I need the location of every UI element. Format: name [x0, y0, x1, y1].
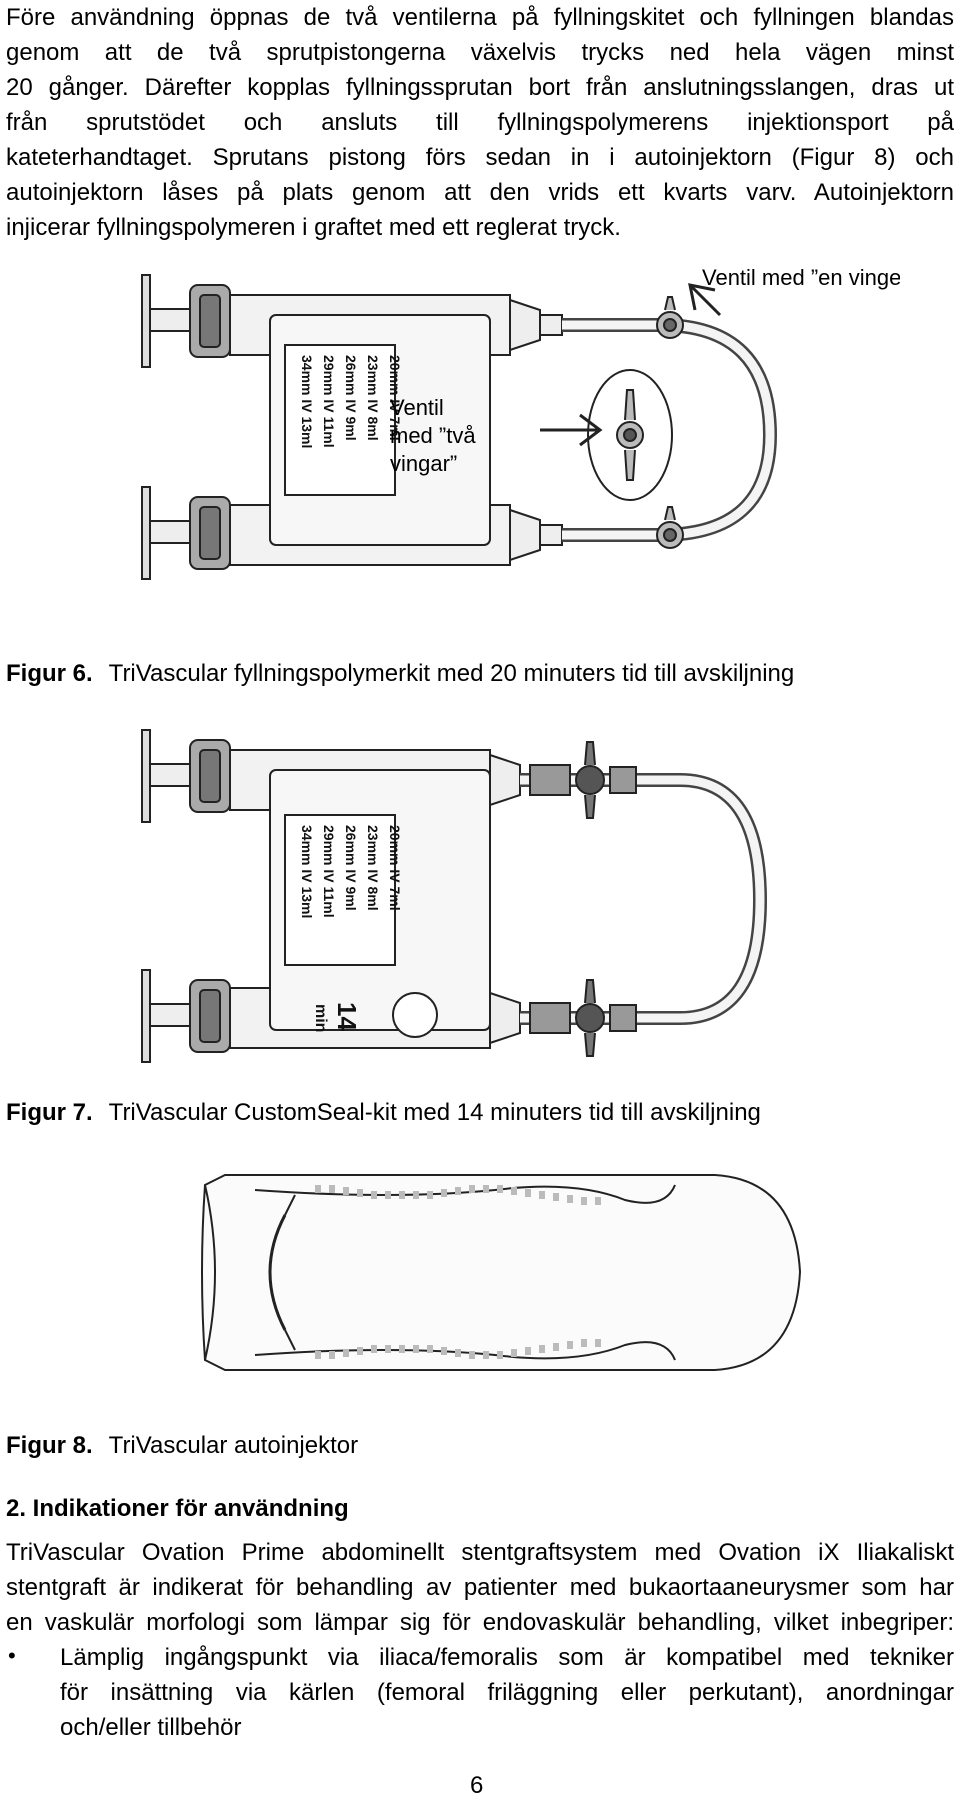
scale-row: 26mm IV 9ml [343, 825, 359, 911]
caption-text: TriVascular fyllningspolymerkit med 20 m… [108, 660, 795, 687]
page-number: 6 [470, 1772, 484, 1799]
text-line: och/eller tillbehör [60, 1714, 242, 1741]
scale-row: 20mm IV 7ml [387, 825, 403, 911]
text-line: injicerar fyllningspolymeren i graftet m… [6, 214, 621, 241]
text-line: TriVascular Ovation Prime abdominellt st… [6, 1539, 954, 1566]
label-two-wing-valve-line: Ventil [390, 395, 444, 420]
caption-number: Figur 6. [6, 660, 93, 687]
caption-number: Figur 7. [6, 1099, 93, 1126]
scale-row: 29mm IV 11ml [321, 825, 337, 918]
label-two-wing-valve-line: vingar” [390, 451, 457, 476]
timer-number: 14 [332, 1002, 362, 1031]
section-heading: 2. Indikationer för användning [6, 1495, 349, 1522]
figure-6-illustration: 20mm IV 7ml 23mm IV 8ml 26mm IV 9ml 29mm… [141, 265, 900, 580]
caption-number: Figur 8. [6, 1432, 93, 1459]
figure-6-caption: Figur 6. TriVascular fyllningspolymerkit … [6, 660, 794, 688]
section-paragraph: TriVascular Ovation Prime abdominellt st… [6, 1535, 954, 1640]
text-line: en vaskulär morfologi som lämpar sig för… [6, 1609, 954, 1636]
caption-text: TriVascular autoinjektor [108, 1432, 359, 1459]
text-line: Före användning öppnas de två ventilerna… [6, 4, 954, 31]
intro-paragraph: Före användning öppnas de två ventilerna… [6, 0, 954, 245]
text-line: 20 gånger. Därefter kopplas fyllningsspr… [6, 74, 954, 101]
scale-row: 34mm IV 13ml [299, 355, 315, 448]
text-line: autoinjektorn låses på plats genom att d… [6, 179, 954, 206]
timer-unit: min [312, 1004, 329, 1032]
text-line: Lämplig ingångspunkt via iliaca/femorali… [60, 1644, 954, 1671]
scale-row: 29mm IV 11ml [321, 355, 337, 448]
scale-row: 23mm IV 8ml [365, 355, 381, 441]
label-one-wing-valve: Ventil med ”en vinge” [702, 265, 900, 290]
text-line: kateterhandtaget. Sprutans pistong förs … [6, 144, 954, 171]
bullet-symbol: • [8, 1643, 16, 1668]
figure-7-caption: Figur 7. TriVascular CustomSeal-kit med 1… [6, 1099, 761, 1127]
figure-8-autoinjector [201, 1174, 802, 1371]
label-two-wing-valve-line: med ”två [390, 423, 476, 448]
scale-row: 23mm IV 8ml [365, 825, 381, 911]
text-line: för insättning via kärlen (femoral frilä… [60, 1679, 954, 1706]
figure-7-illustration: 20mm IV 7ml 23mm IV 8ml 26mm IV 9ml 29mm… [141, 729, 768, 1063]
scale-row: 34mm IV 13ml [299, 825, 315, 918]
text-line: stentgraft är indikerat för behandling a… [6, 1574, 954, 1601]
bullet-item: Lämplig ingångspunkt via iliaca/femorali… [60, 1640, 954, 1745]
figure-8-caption: Figur 8. TriVascular autoinjektor [6, 1432, 358, 1460]
caption-text: TriVascular CustomSeal-kit med 14 minute… [108, 1099, 761, 1126]
text-line: från sprutstödet och ansluts till fyllni… [6, 109, 954, 136]
text-line: genom att de två sprutpistongerna växelv… [6, 39, 954, 66]
scale-row: 26mm IV 9ml [343, 355, 359, 441]
scale-row: 20mm IV 7ml [387, 355, 403, 441]
